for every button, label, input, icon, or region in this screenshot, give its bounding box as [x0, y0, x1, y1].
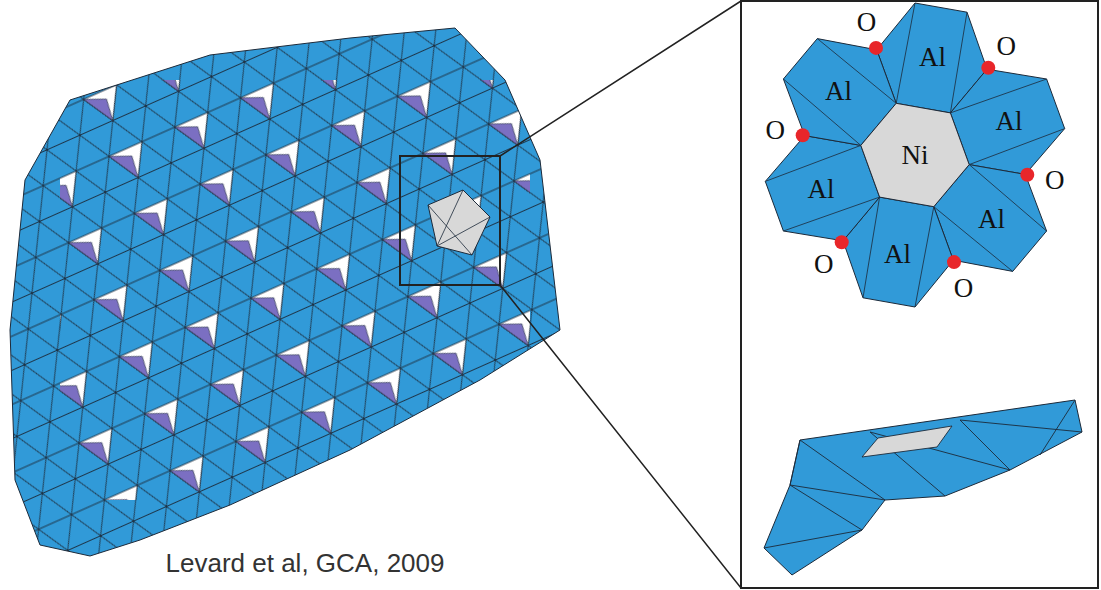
credit-text: Levard et al, GCA, 2009	[166, 550, 445, 576]
aluminium-label: Al	[808, 176, 835, 203]
oxygen-label: O	[814, 250, 834, 277]
tube-outline	[10, 28, 560, 556]
octahedron-edge	[950, 79, 1064, 165]
oxygen-label: O	[954, 275, 974, 302]
oxygen-dot	[835, 235, 849, 249]
aluminium-label: Al	[996, 107, 1023, 134]
oxygen-label: O	[997, 33, 1017, 60]
zoom-lines	[500, 1, 741, 588]
octahedron-edge	[765, 145, 879, 231]
aluminium-label: Al	[884, 240, 911, 267]
nickel-octahedron	[428, 190, 490, 255]
aluminium-label: Al	[978, 206, 1005, 233]
oxygen-dot	[981, 61, 995, 75]
oxygen-label: O	[1045, 166, 1065, 193]
oxygen-label: O	[857, 8, 877, 35]
octahedron-edge	[863, 197, 934, 307]
oxygen-label: O	[765, 117, 785, 144]
aluminium-label: Al	[919, 43, 946, 70]
tube-mesh	[0, 0, 600, 590]
oxygen-dot	[869, 41, 883, 55]
oxygen-dot	[947, 255, 961, 269]
ring-side-view	[764, 400, 1082, 575]
inset-frame	[741, 1, 1098, 588]
zoom-box	[400, 156, 500, 285]
aluminium-label: Al	[825, 77, 852, 104]
octahedron-edge	[896, 3, 967, 113]
ring-top-view	[765, 3, 1064, 307]
nickel-label: Ni	[902, 142, 929, 169]
oxygen-dot	[796, 128, 810, 142]
oxygen-dot	[1020, 168, 1034, 182]
ni-octahedron	[861, 103, 969, 206]
